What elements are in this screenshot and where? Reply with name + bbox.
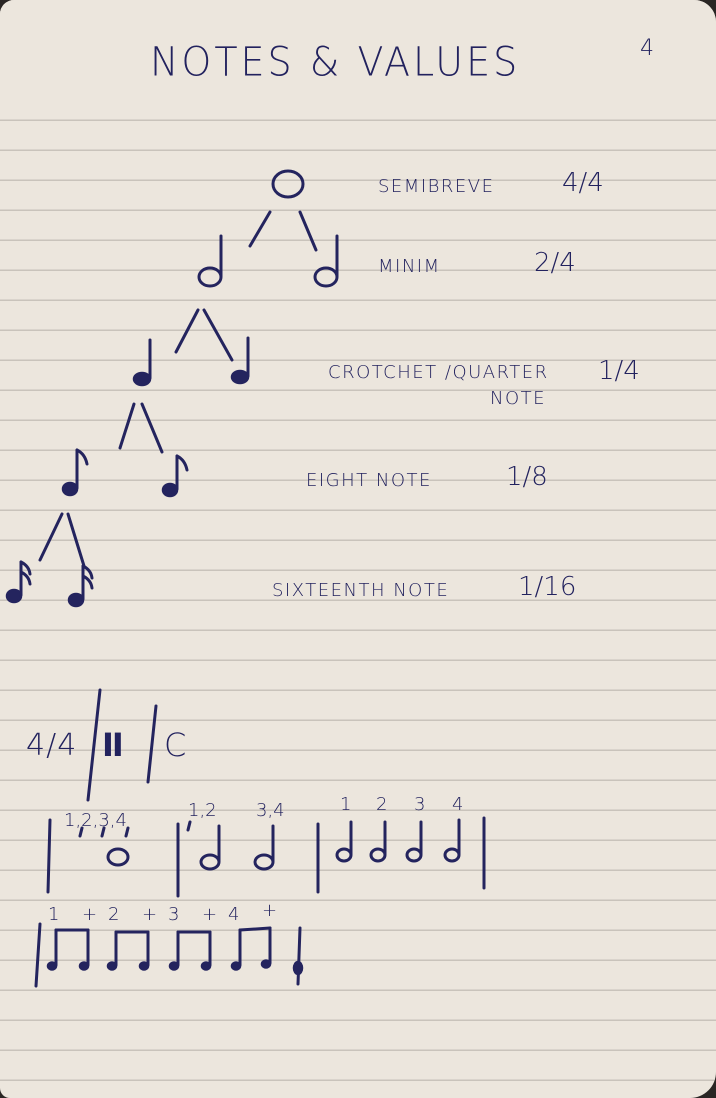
sixteenth-note <box>67 564 94 608</box>
page-number: 4 <box>640 36 655 61</box>
bar3-count-1: 1 <box>340 794 352 815</box>
minim-note <box>313 234 339 288</box>
eighth-note-value: 1/8 <box>506 462 548 492</box>
time-signature-divider <box>86 688 102 802</box>
tree-branch <box>118 402 136 450</box>
bar-line <box>46 818 52 894</box>
eighth-note <box>161 454 189 498</box>
count-tick <box>186 820 192 832</box>
crotchet-label-line2: NOTE <box>490 388 547 409</box>
tree-branch <box>140 402 164 454</box>
quarter-note <box>335 820 353 863</box>
end-bar-mark <box>292 960 304 976</box>
eighths-count-and-4: + <box>262 900 278 921</box>
bar3-count-3: 3 <box>414 794 426 815</box>
quarter-note <box>369 820 387 863</box>
eighths-count-1: 1 <box>48 904 60 925</box>
eighth-pair <box>230 926 272 971</box>
tree-branch <box>298 210 318 252</box>
cut-time-symbol: II <box>102 726 124 764</box>
eighth-note <box>61 448 89 497</box>
page-title: NOTES & VALUES <box>150 38 521 86</box>
eighth-pair <box>106 930 150 971</box>
count-tick <box>78 826 84 838</box>
semibreve-note <box>271 169 305 199</box>
tree-branch <box>66 512 86 568</box>
half-note <box>253 824 275 871</box>
sixteenth-note <box>5 560 32 604</box>
minim-note <box>197 234 223 288</box>
bar2-counts-a: 1,2 <box>188 800 217 821</box>
half-note <box>199 824 221 871</box>
tree-branch <box>248 210 272 248</box>
eighth-pair <box>46 928 90 971</box>
crotchet-value: 1/4 <box>598 356 640 386</box>
bar3-count-2: 2 <box>376 794 388 815</box>
semibreve-label: SEMIBREVE <box>378 176 495 197</box>
quarter-note <box>405 820 423 863</box>
time-signature-divider <box>146 704 158 784</box>
bar-line <box>296 926 302 986</box>
common-time-symbol: C <box>164 726 188 764</box>
sixteenth-note-label: SIXTEENTH NOTE <box>272 580 450 601</box>
quarter-note <box>443 818 461 863</box>
eighth-pair <box>168 930 212 971</box>
bar1-counts: 1,2,3,4 <box>64 810 127 831</box>
sixteenth-note-value: 1/16 <box>518 572 577 602</box>
bar3-count-4: 4 <box>452 794 464 815</box>
eighths-count-and-2: + <box>142 904 158 925</box>
eighths-count-3: 3 <box>168 904 180 925</box>
crotchet-note <box>132 338 152 387</box>
bar2-counts-b: 3,4 <box>256 800 285 821</box>
time-signature-fraction: 4/4 <box>26 728 78 763</box>
minim-value: 2/4 <box>534 248 576 278</box>
minim-label: MINIM <box>378 256 441 277</box>
eighths-count-4: 4 <box>228 904 240 925</box>
eighths-count-2: 2 <box>108 904 120 925</box>
tree-branch <box>174 308 200 354</box>
bar-line <box>34 922 42 988</box>
eighths-count-and-3: + <box>202 904 218 925</box>
semibreve-value: 4/4 <box>562 168 604 198</box>
page-header-area <box>0 0 716 118</box>
eighth-note-label: EIGHT NOTE <box>306 470 432 491</box>
whole-note <box>106 847 130 867</box>
count-tick <box>124 826 130 838</box>
crotchet-label: CROTCHET /QUARTER <box>328 362 549 383</box>
tree-branch <box>38 512 64 562</box>
tree-branch <box>202 308 234 362</box>
crotchet-note <box>230 336 250 385</box>
eighths-count-and-1: + <box>82 904 98 925</box>
count-tick <box>100 826 106 838</box>
